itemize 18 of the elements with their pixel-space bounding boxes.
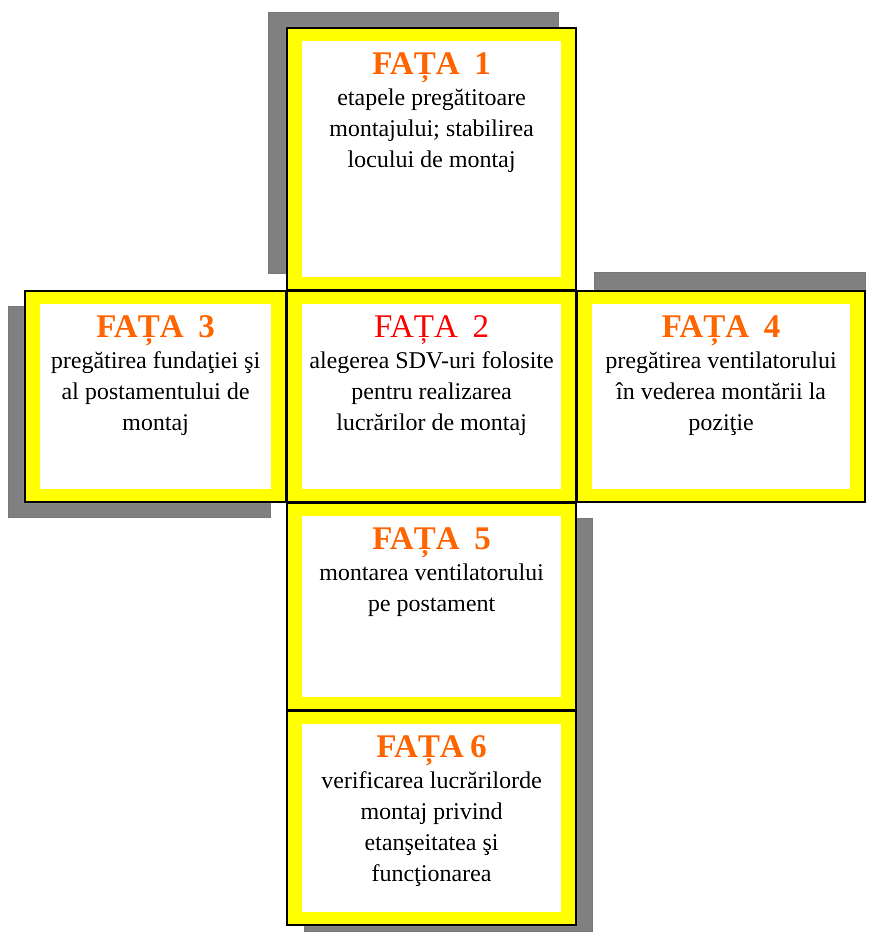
cube-face-box bbox=[286, 710, 577, 926]
cube-face-box bbox=[286, 502, 577, 711]
face-title: FAȚA 1 bbox=[372, 45, 491, 83]
face-title: FAȚA 4 bbox=[662, 308, 780, 346]
face-title: FAȚA 5 bbox=[372, 520, 491, 558]
face-description: pregătirea ventilatorului în vederea montării la poziţie bbox=[604, 347, 838, 438]
face-description: verificarea lucrărilorde montaj privind etanşeitatea şi funcţionarea bbox=[320, 767, 543, 889]
cube-face-box bbox=[24, 290, 287, 503]
face-title: FAȚA 2 bbox=[374, 308, 489, 346]
face-description: pregătirea fundaţiei şi al postamentului de montaj bbox=[50, 347, 262, 438]
face-description: etapele pregătitoare montajului; stabilirea locului de montaj bbox=[328, 84, 535, 175]
cube-face-box bbox=[576, 290, 866, 503]
face-title: FAȚA 6 bbox=[376, 728, 487, 766]
cube-face-box bbox=[286, 27, 577, 291]
cube-face-box bbox=[286, 290, 577, 503]
face-description: montarea ventilatorului pe postament bbox=[318, 559, 545, 619]
face-description: alegerea SDV-uri folosite pentru realizarea lucrărilor de montaj bbox=[308, 347, 555, 438]
face-title: FAȚA 3 bbox=[96, 308, 215, 346]
